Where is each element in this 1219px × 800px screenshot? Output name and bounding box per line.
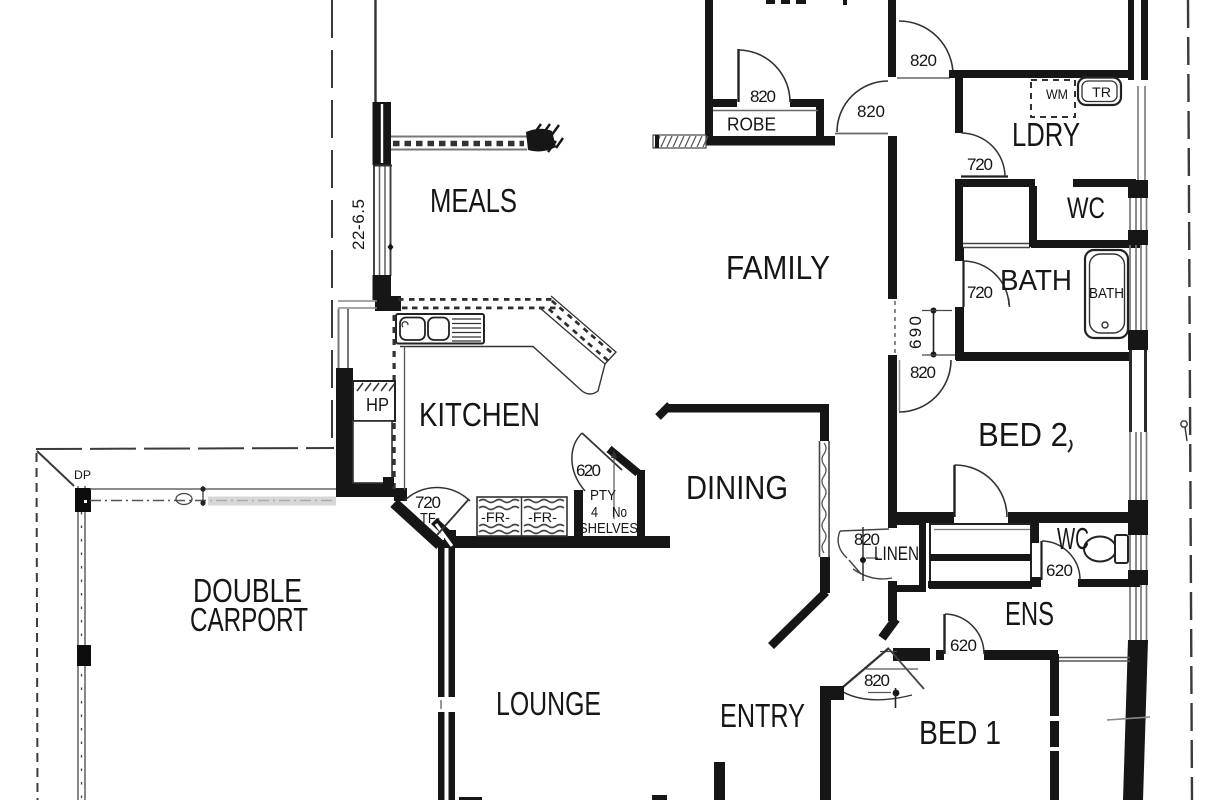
svg-text:820: 820: [857, 102, 885, 121]
svg-text:LDRY: LDRY: [1012, 116, 1080, 153]
svg-text:-FR-: -FR-: [528, 509, 557, 525]
svg-text:620: 620: [576, 461, 601, 480]
svg-text:620: 620: [1046, 561, 1073, 580]
svg-text:720: 720: [415, 493, 441, 512]
svg-text:No: No: [612, 504, 627, 521]
svg-text:PTY: PTY: [590, 487, 616, 504]
svg-text:BATH: BATH: [1089, 285, 1124, 302]
svg-text:HP: HP: [366, 395, 389, 415]
svg-text:-FR-: -FR-: [481, 509, 510, 525]
svg-text:DP: DP: [74, 468, 91, 482]
svg-text:BATH: BATH: [1000, 265, 1072, 297]
svg-text:LOUNGE: LOUNGE: [496, 685, 601, 722]
svg-text:MEALS: MEALS: [430, 182, 517, 219]
svg-text:WM: WM: [1046, 86, 1068, 102]
svg-text:720: 720: [967, 155, 993, 174]
svg-text:820: 820: [910, 51, 937, 70]
svg-text:LINEN: LINEN: [874, 544, 919, 565]
svg-text:FAMILY: FAMILY: [726, 249, 830, 286]
svg-text:TR: TR: [1092, 84, 1111, 100]
svg-text:ROBE: ROBE: [727, 115, 776, 135]
svg-text:620: 620: [950, 636, 977, 655]
svg-text:WC: WC: [1057, 521, 1089, 556]
svg-text:BED 2: BED 2: [978, 416, 1068, 453]
svg-text:BED 1: BED 1: [919, 714, 1001, 751]
svg-text:22-6.5: 22-6.5: [349, 199, 368, 250]
svg-text:820: 820: [854, 530, 880, 549]
svg-text:720: 720: [967, 283, 993, 302]
svg-text:DINING: DINING: [686, 469, 788, 506]
svg-text:CARPORT: CARPORT: [190, 601, 308, 638]
svg-text:820: 820: [910, 363, 936, 382]
svg-text:ENTRY: ENTRY: [720, 697, 805, 734]
svg-text:KITCHEN: KITCHEN: [419, 396, 540, 433]
svg-text:SHELVES: SHELVES: [579, 520, 638, 537]
svg-text:820: 820: [750, 87, 776, 106]
svg-text:4: 4: [591, 504, 598, 521]
svg-text:690: 690: [906, 316, 925, 349]
svg-text:ENS: ENS: [1005, 595, 1054, 632]
svg-text:WC: WC: [1067, 192, 1105, 225]
svg-text:TF-: TF-: [420, 510, 440, 527]
svg-text:820: 820: [864, 671, 890, 690]
svg-text:DOUBLE: DOUBLE: [193, 572, 302, 609]
